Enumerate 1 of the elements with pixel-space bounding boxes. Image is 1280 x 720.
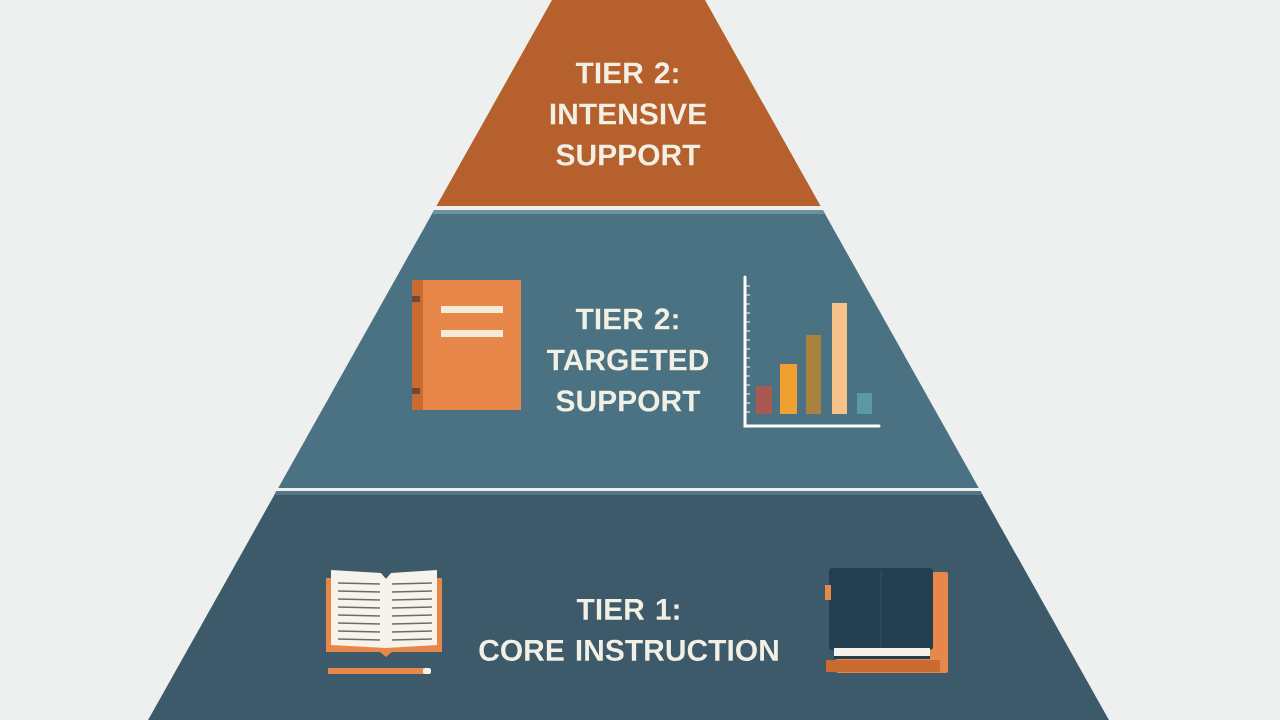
pyramid-tier: TIER 2: INTENSIVE SUPPORT [436,0,821,206]
